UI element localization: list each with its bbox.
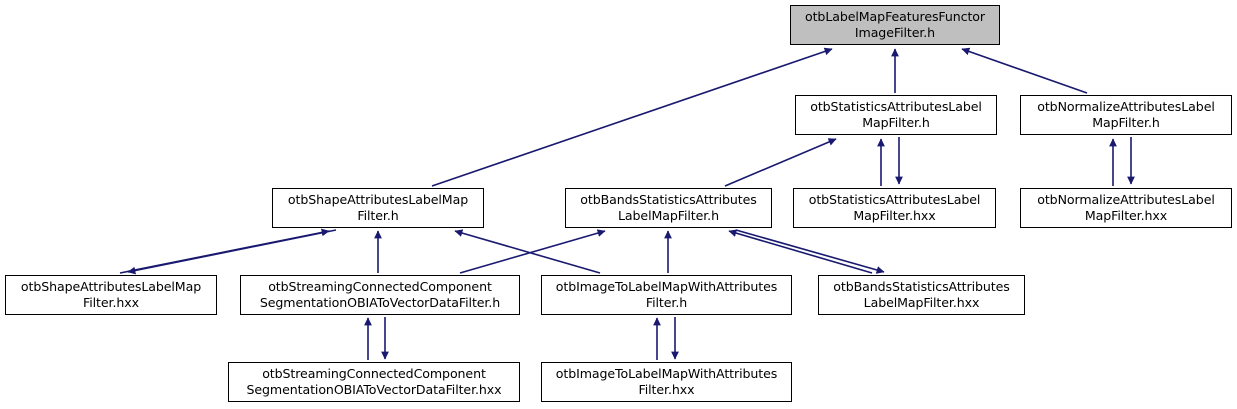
node-otb-label-map-features-functor-image-filter-h[interactable]: otbLabelMapFeaturesFunctor ImageFilter.h	[790, 5, 1000, 45]
node-otb-bands-statistics-attributes-label-map-filter-h[interactable]: otbBandsStatisticsAttributes LabelMapFil…	[565, 188, 772, 228]
node-label: otbNormalizeAttributesLabel MapFilter.h	[1037, 98, 1215, 131]
edge-shape-h-to-shape-hxx	[127, 229, 337, 275]
edge-bands-h-to-statistics-h	[724, 138, 837, 187]
node-otb-normalize-attributes-label-map-filter-h[interactable]: otbNormalizeAttributesLabel MapFilter.h	[1020, 95, 1232, 135]
node-otb-shape-attributes-label-map-filter-h[interactable]: otbShapeAttributesLabelMap Filter.h	[272, 188, 484, 228]
node-label: otbLabelMapFeaturesFunctor ImageFilter.h	[804, 8, 985, 41]
node-otb-image-to-label-map-with-attributes-filter-h[interactable]: otbImageToLabelMapWithAttributes Filter.…	[541, 275, 792, 315]
node-label: otbShapeAttributesLabelMap Filter.hxx	[20, 278, 202, 311]
node-otb-statistics-attributes-label-map-filter-hxx[interactable]: otbStatisticsAttributesLabel MapFilter.h…	[793, 188, 996, 228]
node-label: otbStreamingConnectedComponent Segmentat…	[259, 278, 501, 311]
node-otb-streaming-connected-component-segmentation-obia-to-vector-data-filter-h[interactable]: otbStreamingConnectedComponent Segmentat…	[240, 275, 520, 315]
node-label: otbBandsStatisticsAttributes LabelMapFil…	[580, 191, 757, 224]
node-otb-streaming-connected-component-segmentation-obia-to-vector-data-filter-hxx[interactable]: otbStreamingConnectedComponent Segmentat…	[228, 362, 520, 402]
edge-bands-h-to-bands-hxx	[735, 229, 885, 274]
node-label: otbStatisticsAttributesLabel MapFilter.h…	[808, 191, 981, 224]
edge-normalize-h-to-root	[961, 47, 1088, 94]
node-label: otbImageToLabelMapWithAttributes Filter.…	[555, 365, 778, 398]
node-label: otbNormalizeAttributesLabel MapFilter.hx…	[1037, 191, 1215, 224]
node-label: otbShapeAttributesLabelMap Filter.h	[287, 191, 469, 224]
node-otb-bands-statistics-attributes-label-map-filter-hxx[interactable]: otbBandsStatisticsAttributes LabelMapFil…	[818, 275, 1025, 315]
node-otb-statistics-attributes-label-map-filter-h[interactable]: otbStatisticsAttributesLabel MapFilter.h	[795, 95, 997, 135]
node-label: otbStreamingConnectedComponent Segmentat…	[246, 365, 502, 398]
edge-streaming-h-to-bands-h	[459, 229, 606, 274]
edge-shape-h-to-root	[431, 47, 833, 187]
node-otb-normalize-attributes-label-map-filter-hxx[interactable]: otbNormalizeAttributesLabel MapFilter.hx…	[1020, 188, 1232, 228]
edge-imagetolabelmap-h-to-shape-h	[454, 229, 601, 274]
node-label: otbStatisticsAttributesLabel MapFilter.h	[810, 98, 982, 131]
node-label: otbBandsStatisticsAttributes LabelMapFil…	[833, 278, 1010, 311]
node-label: otbImageToLabelMapWithAttributes Filter.…	[555, 278, 778, 311]
node-otb-shape-attributes-label-map-filter-hxx[interactable]: otbShapeAttributesLabelMap Filter.hxx	[5, 275, 217, 315]
edge-bands-hxx-to-bands-h	[728, 229, 873, 274]
node-otb-image-to-label-map-with-attributes-filter-hxx[interactable]: otbImageToLabelMapWithAttributes Filter.…	[541, 362, 792, 402]
